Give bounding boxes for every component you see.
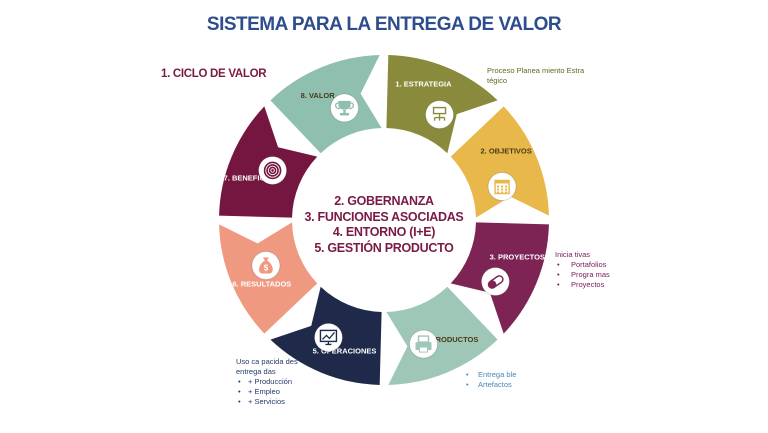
segment-shape [386, 286, 498, 385]
money-bag-icon: $ [251, 251, 281, 281]
printer-icon [409, 329, 439, 359]
trophy-icon [329, 93, 359, 123]
calendar-icon [487, 171, 517, 201]
segment-beneficios: 7. BENEFICIOS [219, 106, 318, 218]
list-item: Progra mas [555, 270, 610, 280]
center-line-gobernanza: 2. GOBERNANZA [334, 194, 434, 208]
list-item: Portafolios [555, 260, 610, 270]
segment-label: 1. ESTRATEGIA [395, 80, 452, 89]
note-operaciones-heading: Uso ca pacida des entrega das [236, 357, 298, 376]
svg-text:$: $ [264, 264, 269, 273]
note-operaciones: Uso ca pacida des entrega das + Producci… [236, 357, 308, 407]
center-line-gestion: 5. GESTIÓN PRODUCTO [314, 240, 454, 255]
list-item: Artefactos [464, 380, 516, 390]
segment-estrategia: 1. ESTRATEGIA [386, 55, 498, 154]
segment-proyectos: 3. PROYECTOS [450, 222, 549, 334]
target-icon [258, 155, 288, 185]
segment-shape [270, 55, 382, 154]
list-item: + Producción [236, 377, 308, 387]
segment-operaciones: 5. OPERACIONES [270, 286, 382, 385]
segment-shape [450, 106, 549, 218]
segment-valor: 8. VALOR [270, 55, 382, 154]
org-chart-icon [425, 100, 455, 130]
note-estrategia: Proceso Planea miento Estra tégico [487, 66, 585, 85]
pills-icon [480, 267, 510, 297]
segment-label: 2. OBJETIVOS [481, 147, 532, 156]
list-item: Proyectos [555, 280, 610, 290]
segment-label: 8. VALOR [301, 91, 336, 100]
center-line-entorno: 4. ENTORNO (I+E) [332, 225, 436, 239]
segment-resultados: 6. RESULTADOS $ [219, 222, 318, 334]
segment-label: 7. BENEFICIOS [224, 174, 278, 183]
note-proyectos-heading: Inicia tivas [555, 250, 591, 259]
list-item: + Empleo [236, 387, 308, 397]
list-item: Entrega ble [464, 370, 516, 380]
center-text: 2. GOBERNANZA 3. FUNCIONES ASOCIADAS 4. … [300, 194, 468, 256]
cycle-label: 1. CICLO DE VALOR [161, 68, 267, 80]
list-item: + Servicios [236, 397, 308, 407]
segment-label: 4. PRODUCTOS [422, 335, 478, 344]
segment-label: 5. OPERACIONES [313, 346, 377, 355]
note-proyectos: Inicia tivas Portafolios Progra mas Proy… [555, 250, 610, 290]
segment-objetivos: 2. OBJETIVOS [450, 106, 549, 218]
chart-monitor-icon [313, 322, 343, 352]
segment-productos: 4. PRODUCTOS [386, 286, 498, 385]
center-line-funciones: 3. FUNCIONES ASOCIADAS [304, 209, 464, 224]
note-productos: Entrega ble Artefactos [464, 370, 516, 390]
segment-label: 6. RESULTADOS [232, 279, 291, 288]
segment-label: 3. PROYECTOS [490, 252, 545, 261]
page-title: SISTEMA PARA LA ENTREGA DE VALOR [206, 14, 562, 35]
